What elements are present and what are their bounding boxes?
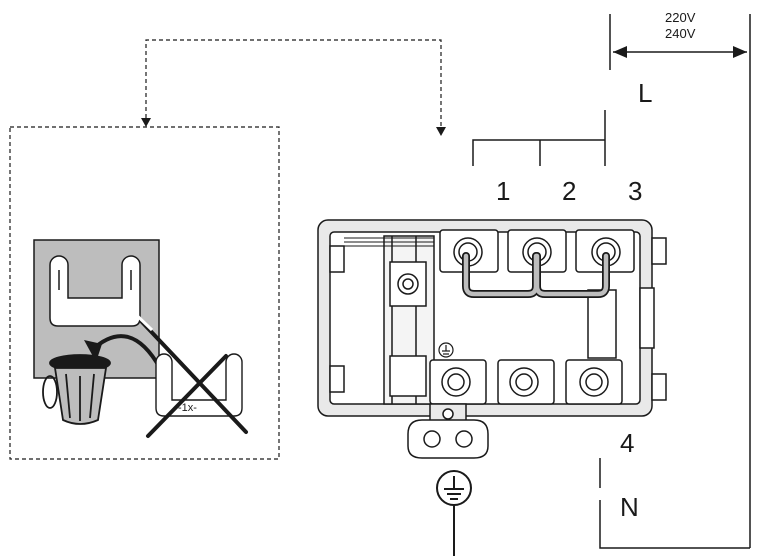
cross-icon [140, 320, 248, 438]
curved-arrow-head [84, 340, 102, 362]
jumper-links-fill [463, 253, 609, 297]
ground-clamp [407, 403, 489, 459]
inner-ground-marker [438, 342, 454, 358]
trash-bin-icon [42, 354, 111, 425]
pointer-line [124, 303, 154, 332]
voltage-arrow-right [733, 46, 747, 58]
terminal-row-top [439, 229, 635, 273]
earth-ground-icon [436, 470, 472, 556]
terminal-row-bottom [429, 359, 623, 405]
terminal-label-1: 1 [496, 176, 510, 206]
voltage-arrow-left [613, 46, 627, 58]
supply-wires [472, 14, 751, 549]
bracket-note: -1x- [178, 402, 197, 414]
terminal-label-4: 4 [620, 428, 634, 458]
jumper-bracket [49, 255, 141, 327]
voltage-label-1: 220V [665, 10, 696, 25]
arrow-head-right [436, 127, 446, 136]
terminal-label-3: 3 [628, 176, 642, 206]
dashed-connector [145, 39, 442, 128]
neutral-label: N [620, 492, 639, 522]
terminal-label-2: 2 [562, 176, 576, 206]
removed-bracket [155, 353, 243, 417]
inset-box [9, 126, 280, 460]
arrow-head-left [141, 118, 151, 127]
phase-label: L [638, 78, 652, 108]
voltage-label-2: 240V [665, 26, 696, 41]
